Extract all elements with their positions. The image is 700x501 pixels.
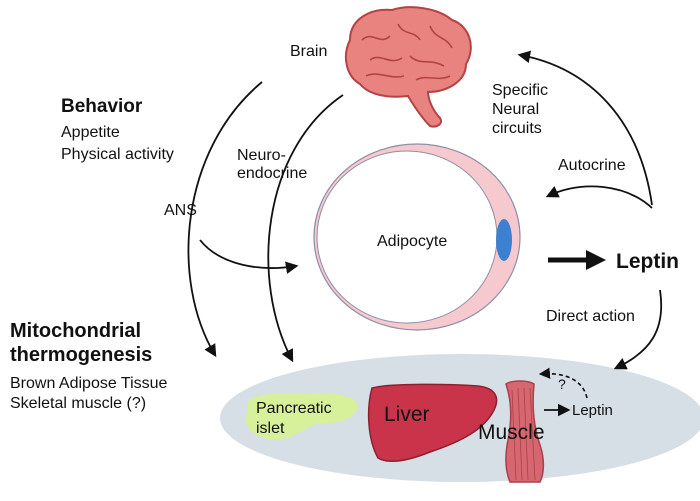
arrow-direct-action — [613, 289, 663, 370]
direct-action-label: Direct action — [546, 308, 635, 325]
neuroendocrine-label-line1: Neuro- — [237, 147, 286, 164]
behavior-item-physical-activity: Physical activity — [61, 146, 174, 163]
muscle-label: Muscle — [478, 421, 545, 444]
arrow-leptin-to-brain — [517, 50, 653, 206]
liver-icon — [367, 383, 498, 463]
mito-title-line1: Mitochondrial — [10, 320, 142, 342]
leptin-main-label: Leptin — [616, 250, 679, 273]
pancreatic-islet-label-line1: Pancreatic — [256, 400, 332, 417]
specific-neural-circuits-line2: Neural — [492, 101, 540, 118]
brain-icon — [344, 6, 472, 128]
ans-label: ANS — [164, 202, 197, 219]
arrow-ans-to-adipocyte — [199, 239, 299, 274]
muscle-icon — [505, 380, 545, 483]
adipocyte-label: Adipocyte — [377, 233, 448, 250]
neuroendocrine-label-line2: endocrine — [237, 165, 308, 182]
leptin-small-label: Leptin — [572, 402, 613, 419]
question-mark-label: ? — [558, 376, 566, 392]
behavior-item-appetite: Appetite — [61, 124, 120, 141]
nucleus-icon — [496, 219, 512, 261]
arrow-autocrine — [545, 185, 653, 209]
mito-item-skeletal-muscle: Skeletal muscle (?) — [10, 395, 147, 412]
specific-neural-circuits-line1: Specific — [492, 82, 549, 99]
brain-label: Brain — [290, 43, 328, 60]
mito-item-brown-adipose-tissue: Brown Adipose Tissue — [10, 375, 168, 392]
arrow-neuroendocrine-to-tissue — [267, 94, 344, 363]
pancreatic-islet-label-line2: islet — [256, 420, 285, 437]
liver-label: Liver — [384, 403, 430, 426]
mito-title-line2: thermogenesis — [10, 344, 153, 366]
pancreatic-islet-icon — [245, 393, 358, 440]
arrow-brain-to-mito — [187, 81, 263, 358]
specific-neural-circuits-line3: circuits — [492, 120, 542, 137]
behavior-title: Behavior — [61, 96, 143, 117]
arrow-leptin-feedback-dashed — [538, 367, 588, 399]
autocrine-label: Autocrine — [558, 157, 626, 174]
